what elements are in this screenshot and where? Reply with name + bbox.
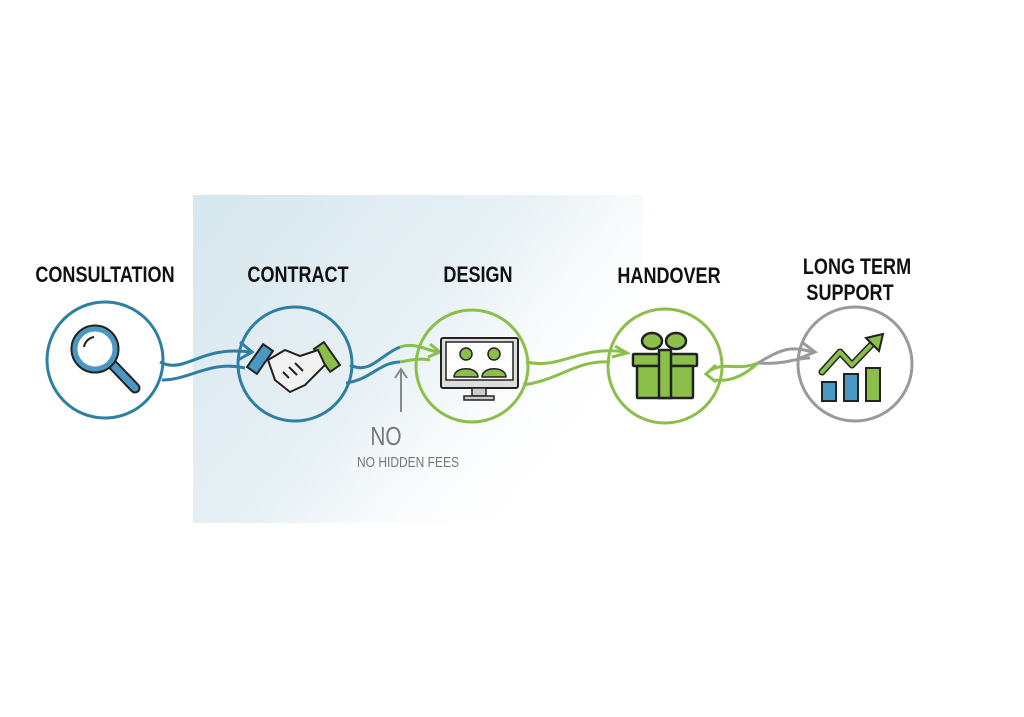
video-call-monitor-icon [440,337,519,401]
connector-consultation-contract [159,340,255,382]
step-label-handover: HANDOVER [617,264,721,288]
step-label-long-term: LONG TERM [803,255,911,279]
growth-chart-icon [818,332,885,402]
connector-contract-design [345,345,401,385]
connector-handover-support [757,341,819,365]
handshake-icon [245,340,342,394]
no-hidden-fees-arrow [394,367,408,412]
step-label-contract: CONTRACT [247,263,349,287]
step-label-consultation: CONSULTATION [35,263,174,287]
gift-icon [631,331,699,400]
connector-design-handover [522,344,631,387]
annotation-no-hidden-fees: NO HIDDEN FEES [357,454,459,471]
step-circle-consultation [45,300,165,420]
step-circle-contract [236,305,354,423]
step-circle-design [414,308,530,424]
magnifier-icon [70,324,141,394]
connector-support-handover [703,361,760,384]
step-label-support: SUPPORT [806,281,894,305]
step-circle-support [796,305,914,423]
annotation-no: NO [370,422,401,451]
step-label-design: DESIGN [443,263,512,287]
